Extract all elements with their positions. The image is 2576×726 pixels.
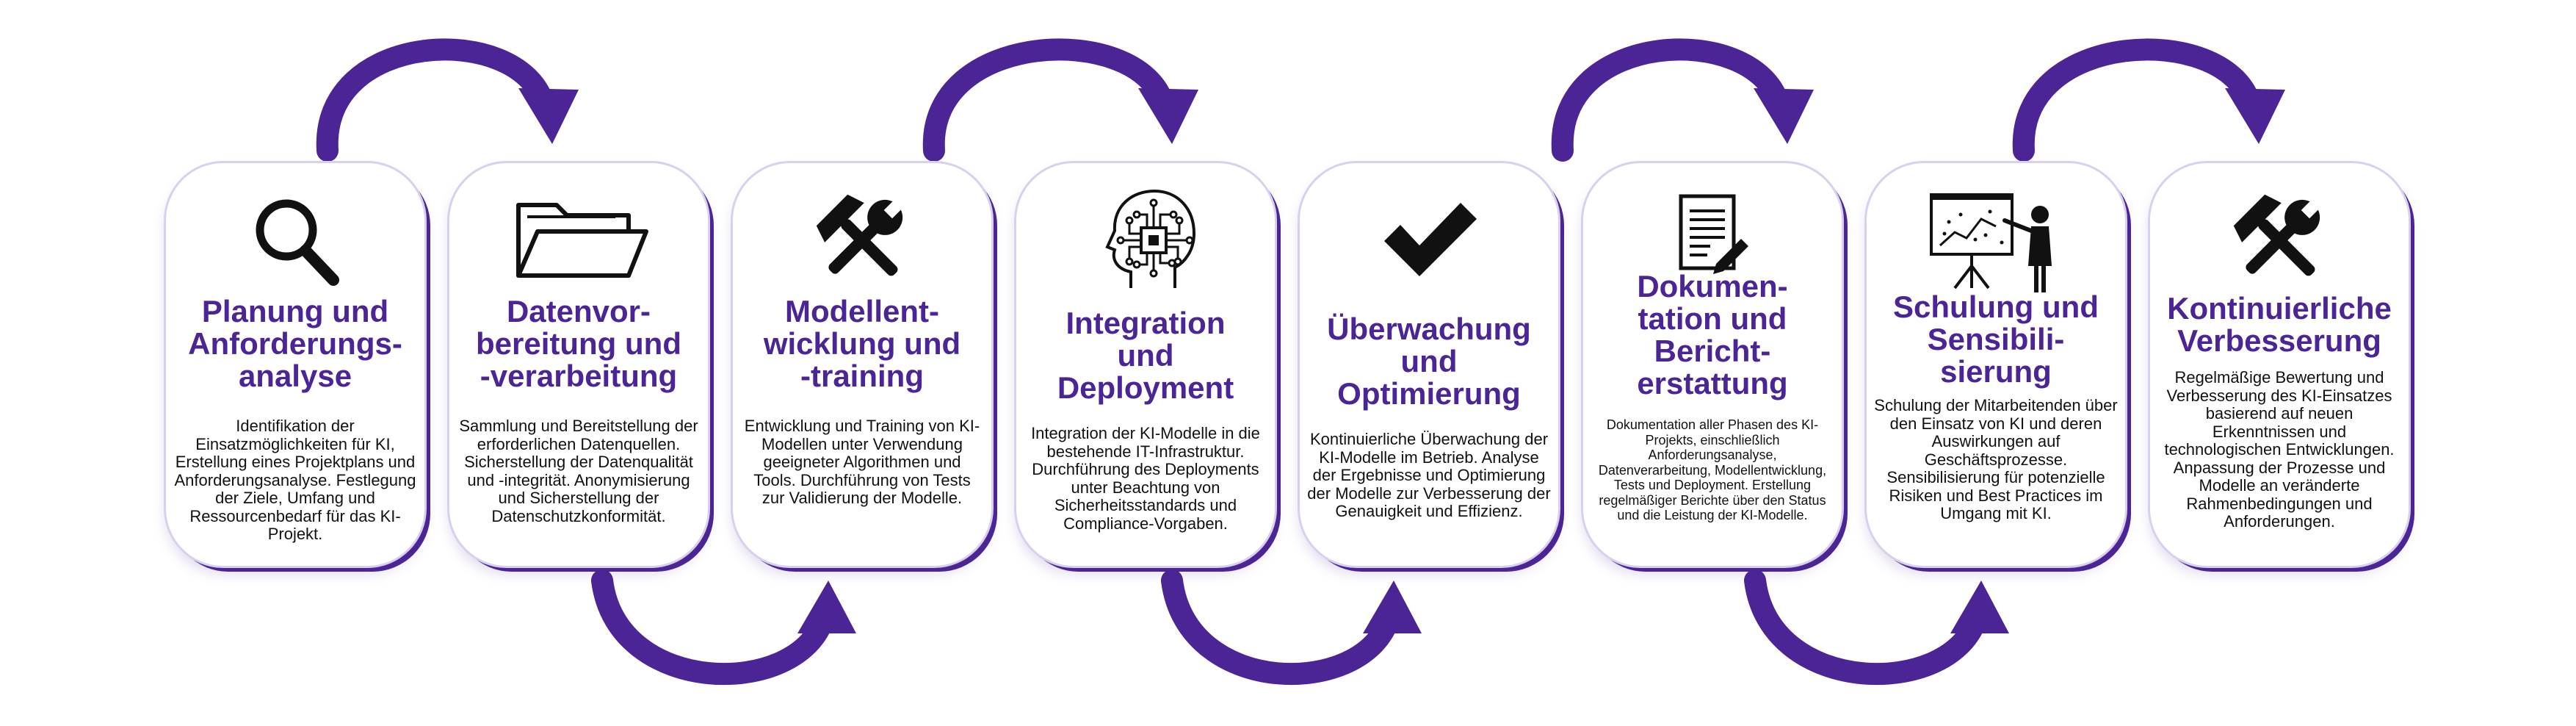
step-title-line: Datenvor-	[506, 294, 651, 328]
step-title-line: Modellent-	[785, 294, 939, 328]
flow-arrow-3	[922, 38, 1198, 162]
step-title-line: Kontinuierliche	[2167, 291, 2392, 326]
step-title-line: Bericht-	[1654, 334, 1771, 368]
step-title-line: Integration	[1066, 306, 1226, 340]
flow-arrow-6	[1744, 569, 2009, 685]
folder-icon	[449, 185, 708, 295]
step-title-line: Planung und	[201, 294, 389, 328]
flow-arrow-4	[1161, 569, 1422, 685]
step-description: Regelmäßige Bewertung und Verbesserung d…	[2164, 368, 2395, 531]
tools-icon	[733, 185, 991, 295]
step-description: Sammlung und Bereitstellung der erforder…	[459, 417, 698, 525]
flow-arrow-2	[591, 569, 856, 685]
step-title-line: sierung	[1940, 354, 2052, 389]
step-title-line: und	[1117, 338, 1174, 373]
ai-head-icon	[1016, 185, 1275, 295]
step-description: Identifikation der Einsatzmöglichkeiten …	[174, 417, 416, 543]
step-title-line: und	[1400, 344, 1458, 378]
step-title-line: -training	[800, 359, 924, 393]
step-description: Entwicklung und Training von KI-Modellen…	[744, 417, 980, 507]
step-title-line: Schulung und	[1893, 290, 2099, 324]
step-title-line: Dokumen-	[1637, 269, 1788, 303]
tools-icon	[2150, 185, 2409, 295]
step-title: Datenvor-bereitung und-verarbeitung	[452, 295, 705, 392]
step-description: Integration der KI-Modelle in die besteh…	[1031, 424, 1260, 533]
flow-arrow-7	[2012, 38, 2285, 162]
step-title-line: bereitung und	[476, 326, 681, 361]
magnifier-icon	[166, 185, 424, 295]
step-title-line: Anforderungs-	[188, 326, 402, 361]
step-title-line: Optimierung	[1337, 376, 1521, 411]
step-title: Modellent-wicklung und-training	[736, 295, 988, 392]
step-title-line: analyse	[238, 359, 352, 393]
step-title-line: Verbesserung	[2177, 323, 2381, 358]
flow-arrow-1	[316, 38, 579, 162]
step-description: Dokumentation aller Phasen des KI-Projek…	[1598, 417, 1827, 522]
presentation-icon	[1867, 185, 2125, 295]
document-pen-icon	[1583, 185, 1842, 295]
checkmark-icon	[1300, 185, 1558, 295]
step-title-line: Überwachung	[1327, 312, 1531, 346]
step-title-line: erstattung	[1637, 366, 1788, 400]
step-title-line: -verarbeitung	[480, 359, 678, 393]
step-description: Kontinuierliche Überwachung der KI-Model…	[1307, 430, 1551, 520]
step-title-line: Deployment	[1057, 370, 1234, 405]
step-description: Schulung der Mitarbeitenden über den Ein…	[1874, 396, 2118, 522]
flow-arrow-5	[1551, 38, 1814, 162]
step-title-line: tation und	[1638, 301, 1787, 336]
step-title-line: wicklung und	[763, 326, 961, 361]
step-title-line: Sensibili-	[1927, 322, 2065, 356]
